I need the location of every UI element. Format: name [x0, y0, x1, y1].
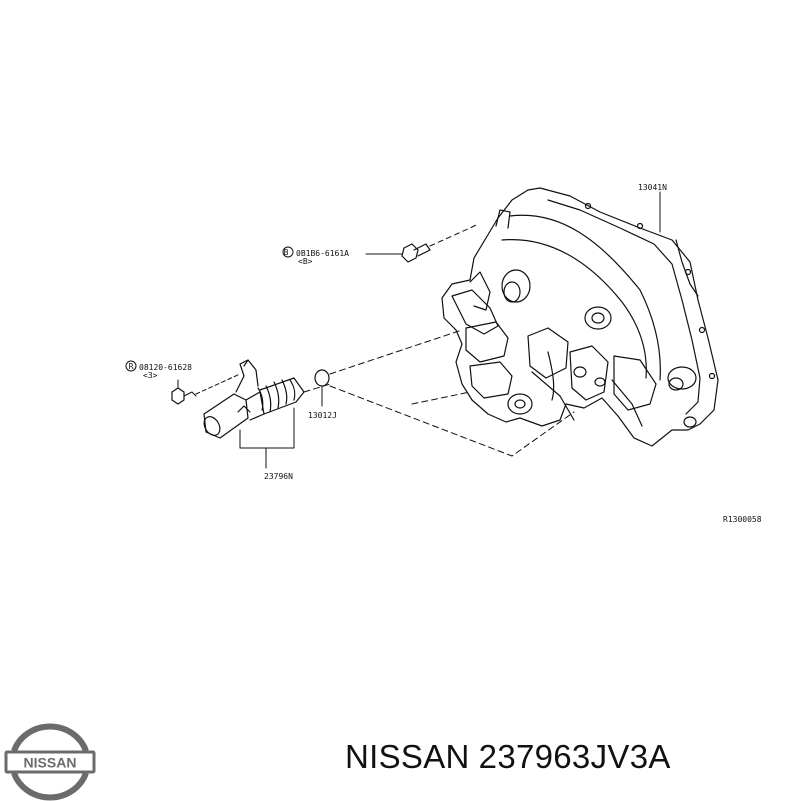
b-callout-letter: B: [284, 248, 289, 257]
bolt-3-qty: <3>: [143, 371, 158, 380]
valve-bolt-part: [171, 373, 241, 405]
cover-label: 13041N: [638, 183, 667, 192]
ref-code-label: R1300058: [723, 515, 762, 524]
timing-cover-part: [441, 187, 719, 447]
oring-label: 13012J: [308, 411, 337, 420]
brand-name: NISSAN: [345, 738, 470, 775]
part-number: 237963JV3A: [478, 738, 671, 775]
solenoid-valve-part: [203, 359, 305, 439]
bolt-b-qty: <B>: [298, 257, 313, 266]
o-ring-part: [314, 369, 330, 387]
bolt-b-label: 0B1B6-6161A: [296, 249, 349, 258]
valve-label: 23796N: [264, 472, 293, 481]
b-callout-circle: [282, 246, 294, 258]
logo-text: NISSAN: [24, 755, 77, 771]
r-callout-letter: R: [129, 362, 134, 371]
bolt-3-label: 08120-61628: [139, 363, 192, 372]
nissan-logo: NISSAN: [4, 723, 96, 801]
cover-bolt-part: [365, 223, 479, 263]
r-callout-circle: [125, 360, 137, 372]
